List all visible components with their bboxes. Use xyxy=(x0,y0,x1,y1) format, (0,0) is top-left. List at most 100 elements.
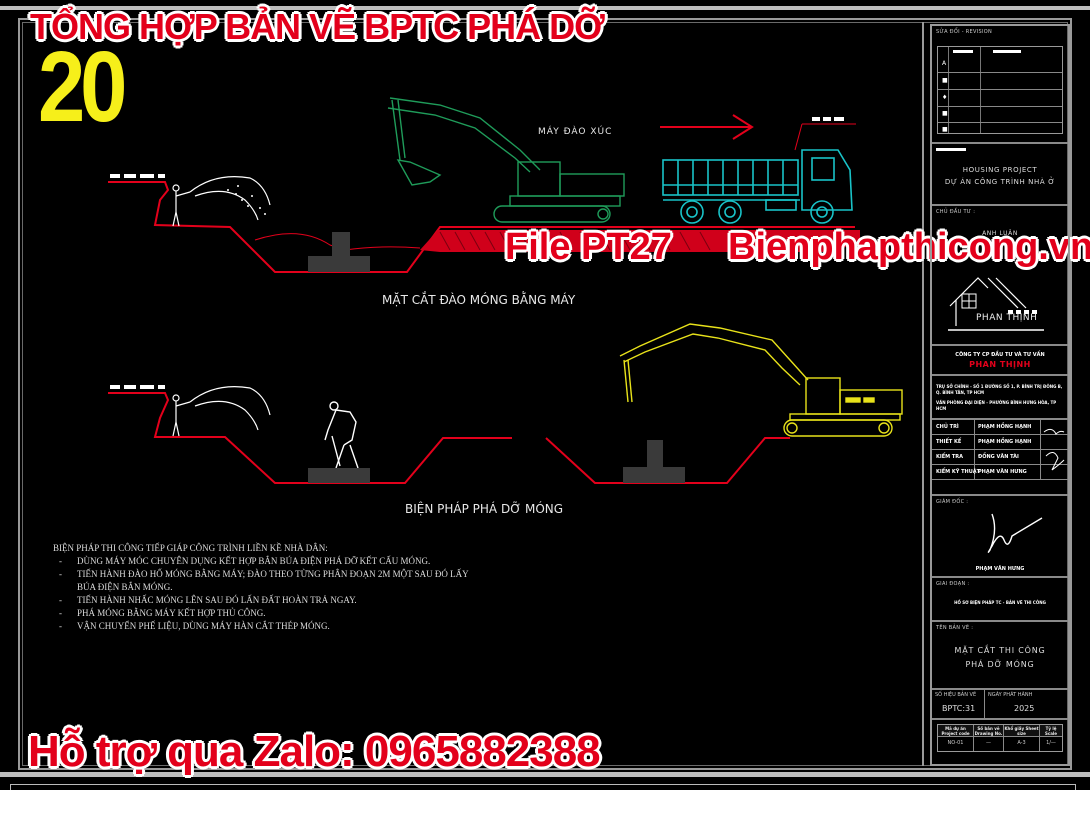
note-text: TIẾN HÀNH NHẤC MÓNG LÊN SAU ĐÓ LẤN ĐẤT H… xyxy=(77,595,357,605)
bullet-dash: - xyxy=(59,569,62,579)
revision-row: ■ xyxy=(938,122,1062,139)
section2-title: BIỆN PHÁP PHÁ DỠ MÓNG xyxy=(405,502,564,516)
existing-level-marker-2 xyxy=(110,385,165,389)
note-text: VẬN CHUYỂN PHẾ LIỆU, DÙNG MÁY HÀN CẮT TH… xyxy=(77,621,330,631)
revision-mark: ■ xyxy=(942,126,948,133)
rev-col-divider xyxy=(948,47,949,133)
drawing-name-section: TÊN BẢN VẼ : MẶT CẮT THI CÔNG PHÁ DỠ MÓN… xyxy=(932,622,1068,690)
revision-row: ■ xyxy=(938,73,1062,90)
company-type: CÔNG TY CP ĐẦU TƯ VÀ TƯ VẤN xyxy=(955,352,1045,358)
footer-header: Tỷ lệ Scale xyxy=(1040,725,1062,737)
sig-role: KIỂM TRA xyxy=(936,454,963,460)
note-item: - TIẾN HÀNH NHẤC MÓNG LÊN SAU ĐÓ LẤN ĐẤT … xyxy=(53,594,477,607)
rev-col-divider xyxy=(980,47,981,133)
bullet-dash: - xyxy=(59,595,62,605)
section-drawings xyxy=(108,97,903,484)
drawing-area-border xyxy=(24,22,924,766)
owner-caption: CHỦ ĐẦU TƯ : xyxy=(936,209,976,215)
footer-cell: Số bản vẽ Drawing No. — xyxy=(974,725,1004,751)
company-logo-icon xyxy=(948,277,1044,331)
notes-heading: BIỆN PHÁP THI CÔNG TIẾP GIÁP CÔNG TRÌNH … xyxy=(53,543,328,553)
revision-row: A xyxy=(938,56,1062,73)
signature-row: THIẾT KẾ PHẠM HỒNG HẠNH xyxy=(932,435,1068,450)
footer-value: — xyxy=(986,740,991,746)
drawing-no-caption: SỐ HIỆU BẢN VẼ xyxy=(935,692,977,698)
company-section: CÔNG TY CP ĐẦU TƯ VÀ TƯ VẤN PHAN THỊNH xyxy=(932,346,1068,376)
address-section: TRỤ SỞ CHÍNH - SỐ 1 ĐƯỜNG SỐ 1, P. BÌNH … xyxy=(932,376,1068,420)
footing-3 xyxy=(623,440,685,483)
drawing-number-section: SỐ HIỆU BẢN VẼ BPTC:31 NGÀY PHÁT HÀNH 20… xyxy=(932,690,1068,720)
excavator-breaker xyxy=(619,323,903,437)
revision-section: SỬA ĐỔI - REVISION A ■ ♦ ■ ■ xyxy=(932,26,1068,144)
revision-caption: SỬA ĐỔI - REVISION xyxy=(936,29,992,35)
phase-caption: GIAI ĐOẠN : xyxy=(936,581,970,587)
sig-name: PHẠM VĂN HƯNG xyxy=(978,469,1027,475)
sig-divider xyxy=(1040,420,1041,480)
bullet-dash: - xyxy=(59,621,62,631)
truck-level-marker xyxy=(794,117,856,151)
drawing-name-caption: TÊN BẢN VẼ : xyxy=(936,625,974,631)
spoil-hatch-1 xyxy=(420,230,860,252)
director-name: PHẠM VĂN HƯNG xyxy=(975,566,1025,572)
sig-role: KIỂM KỸ THUẬT xyxy=(936,469,981,475)
sig-divider xyxy=(974,420,975,480)
worker-jackhammer xyxy=(324,401,359,469)
cell-divider xyxy=(984,690,985,718)
footer-header: Số bản vẽ Drawing No. xyxy=(974,725,1003,737)
note-item: -DÙNG MÁY MÓC CHUYÊN DỤNG KẾT HỢP BẮN BÚ… xyxy=(53,555,457,568)
section1-title: MẶT CẮT ĐÀO MÓNG BẰNG MÁY xyxy=(382,293,576,307)
excavator-label: MÁY ĐÀO XÚC xyxy=(538,127,613,137)
excavator-digging xyxy=(387,97,625,223)
sig-name: PHẠM HỒNG HẠNH xyxy=(978,439,1032,445)
frame-bottom-border xyxy=(0,772,1090,777)
zalo-support-watermark[interactable]: Hỗ trợ qua Zalo: 0965882388 xyxy=(28,727,601,776)
footing-1 xyxy=(308,232,370,272)
address-line: TRỤ SỞ CHÍNH - SỐ 1 ĐƯỜNG SỐ 1, P. BÌNH … xyxy=(936,384,1063,395)
drawing-name-line2: PHÁ DỠ MÓNG xyxy=(965,660,1035,669)
note-item: -TIẾN HÀNH ĐÀO HỐ MÓNG BẰNG MÁY; ĐÀO THE… xyxy=(53,568,477,594)
revision-mark: ■ xyxy=(942,110,948,117)
owner-section: CHỦ ĐẦU TƯ : ANH LUÂN PHAN THỊNH xyxy=(932,206,1068,346)
rev-header-bar xyxy=(993,50,1021,53)
revision-row: ♦ xyxy=(938,90,1062,107)
next-sheet-border xyxy=(10,784,1076,790)
frame-top-border xyxy=(0,6,1090,10)
existing-level-marker-1 xyxy=(110,174,165,178)
sig-name: ĐỒNG VĂN TÀI xyxy=(978,454,1019,460)
sig-role: CHỦ TRÌ xyxy=(936,424,959,430)
director-section: GIÁM ĐỐC : PHẠM VĂN HƯNG xyxy=(932,496,1068,578)
rev-header-bar xyxy=(953,50,973,53)
project-caption-bar xyxy=(936,148,966,151)
owner-name: ANH LUÂN xyxy=(982,230,1018,237)
file-code-watermark: File PT27 xyxy=(505,226,672,268)
revision-mark: ♦ xyxy=(942,94,948,101)
sig-role: THIẾT KẾ xyxy=(936,439,962,445)
construction-notes: BIỆN PHÁP THI CÔNG TIẾP GIÁP CÔNG TRÌNH … xyxy=(53,542,477,633)
director-signature-icon xyxy=(987,513,1043,553)
bullet-dash: - xyxy=(59,608,62,618)
direction-arrow xyxy=(660,114,754,140)
issue-date-caption: NGÀY PHÁT HÀNH xyxy=(988,692,1033,698)
footing-2 xyxy=(308,468,370,483)
dump-truck xyxy=(662,149,853,224)
director-caption: GIÁM ĐỐC : xyxy=(936,499,969,505)
worker-spraying-1 xyxy=(172,176,271,227)
note-item: - VẬN CHUYỂN PHẾ LIỆU, DÙNG MÁY HÀN CẮT T… xyxy=(53,620,477,633)
water-spray-dots-1 xyxy=(227,185,266,215)
address-line: VĂN PHÒNG ĐẠI DIỆN - PHƯỜNG BÌNH HƯNG HÒ… xyxy=(936,400,1057,411)
cad-drawing-canvas xyxy=(0,0,1090,790)
footer-value: A-3 xyxy=(1017,740,1026,746)
drawing-no: BPTC:31 xyxy=(942,704,976,713)
revision-table: A ■ ♦ ■ ■ xyxy=(937,46,1063,134)
drawing-count-badge: 20 xyxy=(38,31,127,143)
issue-date: 2025 xyxy=(1014,704,1035,713)
company-name: PHAN THỊNH xyxy=(969,360,1031,369)
footer-value: 1/— xyxy=(1046,740,1056,746)
website-watermark[interactable]: Bienphapthicong.vn xyxy=(728,226,1090,268)
